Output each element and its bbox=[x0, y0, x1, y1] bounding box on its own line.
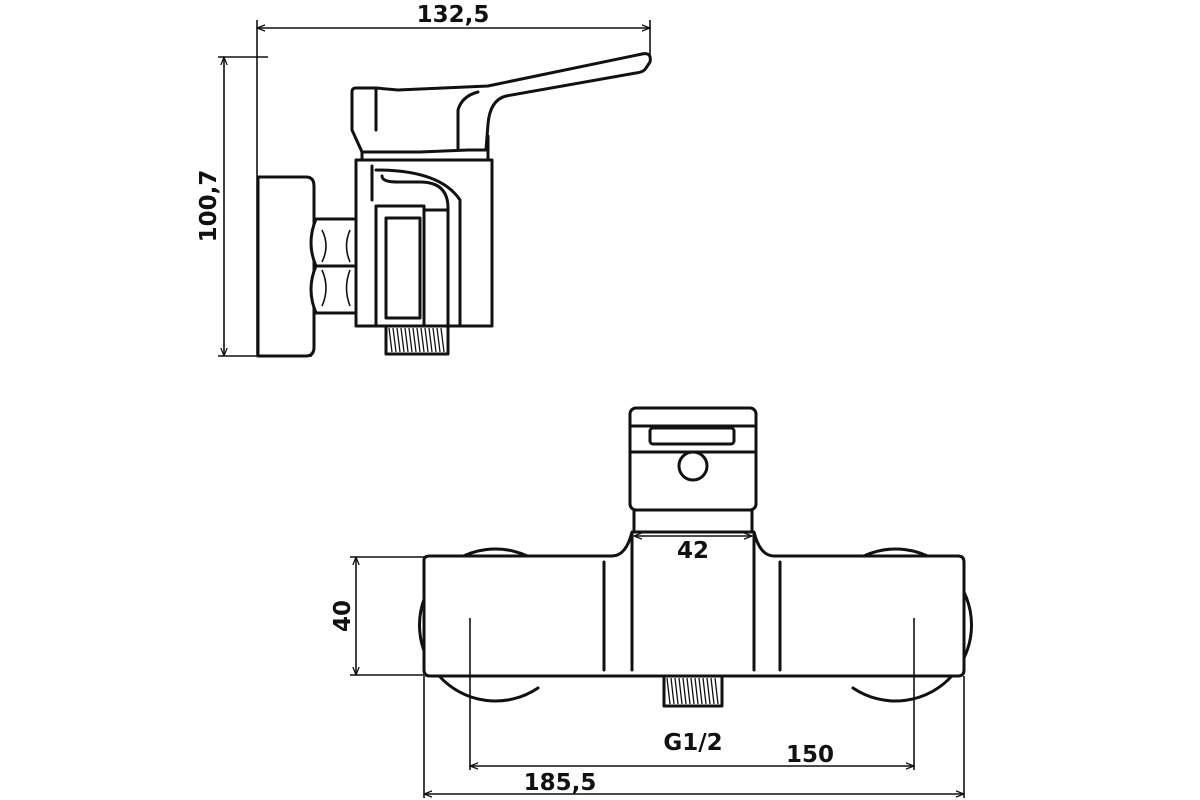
thread-hatch-line bbox=[436, 327, 441, 353]
dimension-label-side-height: 100,7 bbox=[196, 170, 222, 243]
thread-hatch-line bbox=[440, 327, 445, 353]
outlet-thread-front bbox=[662, 674, 724, 708]
wall-rosette-left bbox=[417, 547, 540, 703]
thread-hatch-line bbox=[690, 677, 695, 705]
thread-size-label: G1/2 bbox=[663, 730, 722, 756]
thread-hatch-line bbox=[404, 327, 409, 353]
thread-hatch-line bbox=[670, 677, 675, 705]
mixer-body-side bbox=[354, 158, 494, 328]
thread-hatch-line bbox=[408, 327, 413, 353]
thread-hatch-line bbox=[400, 327, 405, 353]
dimension-overall-width: 185,5 bbox=[424, 770, 964, 796]
cartridge-collar-front bbox=[632, 508, 754, 536]
lever-handle-front bbox=[628, 406, 758, 512]
front-view: 42 40 150 G1/2 185,5 bbox=[330, 406, 974, 798]
wall-rosette-right bbox=[851, 547, 974, 703]
thread-hatch-line bbox=[694, 677, 699, 705]
dimension-body-height: 40 bbox=[330, 557, 424, 675]
thread-hatch-line bbox=[412, 327, 417, 353]
thread-hatch-line bbox=[420, 327, 425, 353]
dimension-label-center-distance: 150 bbox=[786, 742, 834, 768]
mixer-body-front bbox=[422, 530, 966, 678]
thread-hatch-line bbox=[432, 327, 437, 353]
thread-hatch-line bbox=[392, 327, 397, 353]
wall-rosette bbox=[256, 175, 316, 358]
outlet-thread-side bbox=[384, 324, 450, 356]
thread-hatch-line bbox=[714, 677, 719, 705]
thread-hatch-line bbox=[706, 677, 711, 705]
thread-hatch-line bbox=[666, 677, 671, 705]
thread-hatch-line bbox=[428, 327, 433, 353]
dimension-label-overall-width: 185,5 bbox=[524, 770, 597, 796]
dimension-lever-base: 42 bbox=[634, 536, 752, 564]
dimension-label-lever-base: 42 bbox=[677, 538, 709, 564]
thread-hatch-line bbox=[710, 677, 715, 705]
dimension-side-height: 100,7 bbox=[196, 57, 312, 356]
side-view: 132,5 100,7 bbox=[196, 2, 652, 358]
dimension-center-distance: 150 bbox=[470, 742, 914, 768]
thread-hatch-line bbox=[396, 327, 401, 353]
thread-hatch-line bbox=[702, 677, 707, 705]
thread-hatch-line bbox=[686, 677, 691, 705]
lever-handle-side bbox=[350, 52, 652, 154]
dimension-label-body-height: 40 bbox=[330, 600, 356, 632]
thread-hatch-line bbox=[678, 677, 683, 705]
thread-hatch-line bbox=[416, 327, 421, 353]
thread-hatch-line bbox=[424, 327, 429, 353]
thread-hatch-line bbox=[682, 677, 687, 705]
thread-hatch-line bbox=[698, 677, 703, 705]
thread-hatch-line bbox=[674, 677, 679, 705]
thread-hatch-line bbox=[388, 327, 393, 353]
dimension-label-side-width: 132,5 bbox=[417, 2, 490, 28]
